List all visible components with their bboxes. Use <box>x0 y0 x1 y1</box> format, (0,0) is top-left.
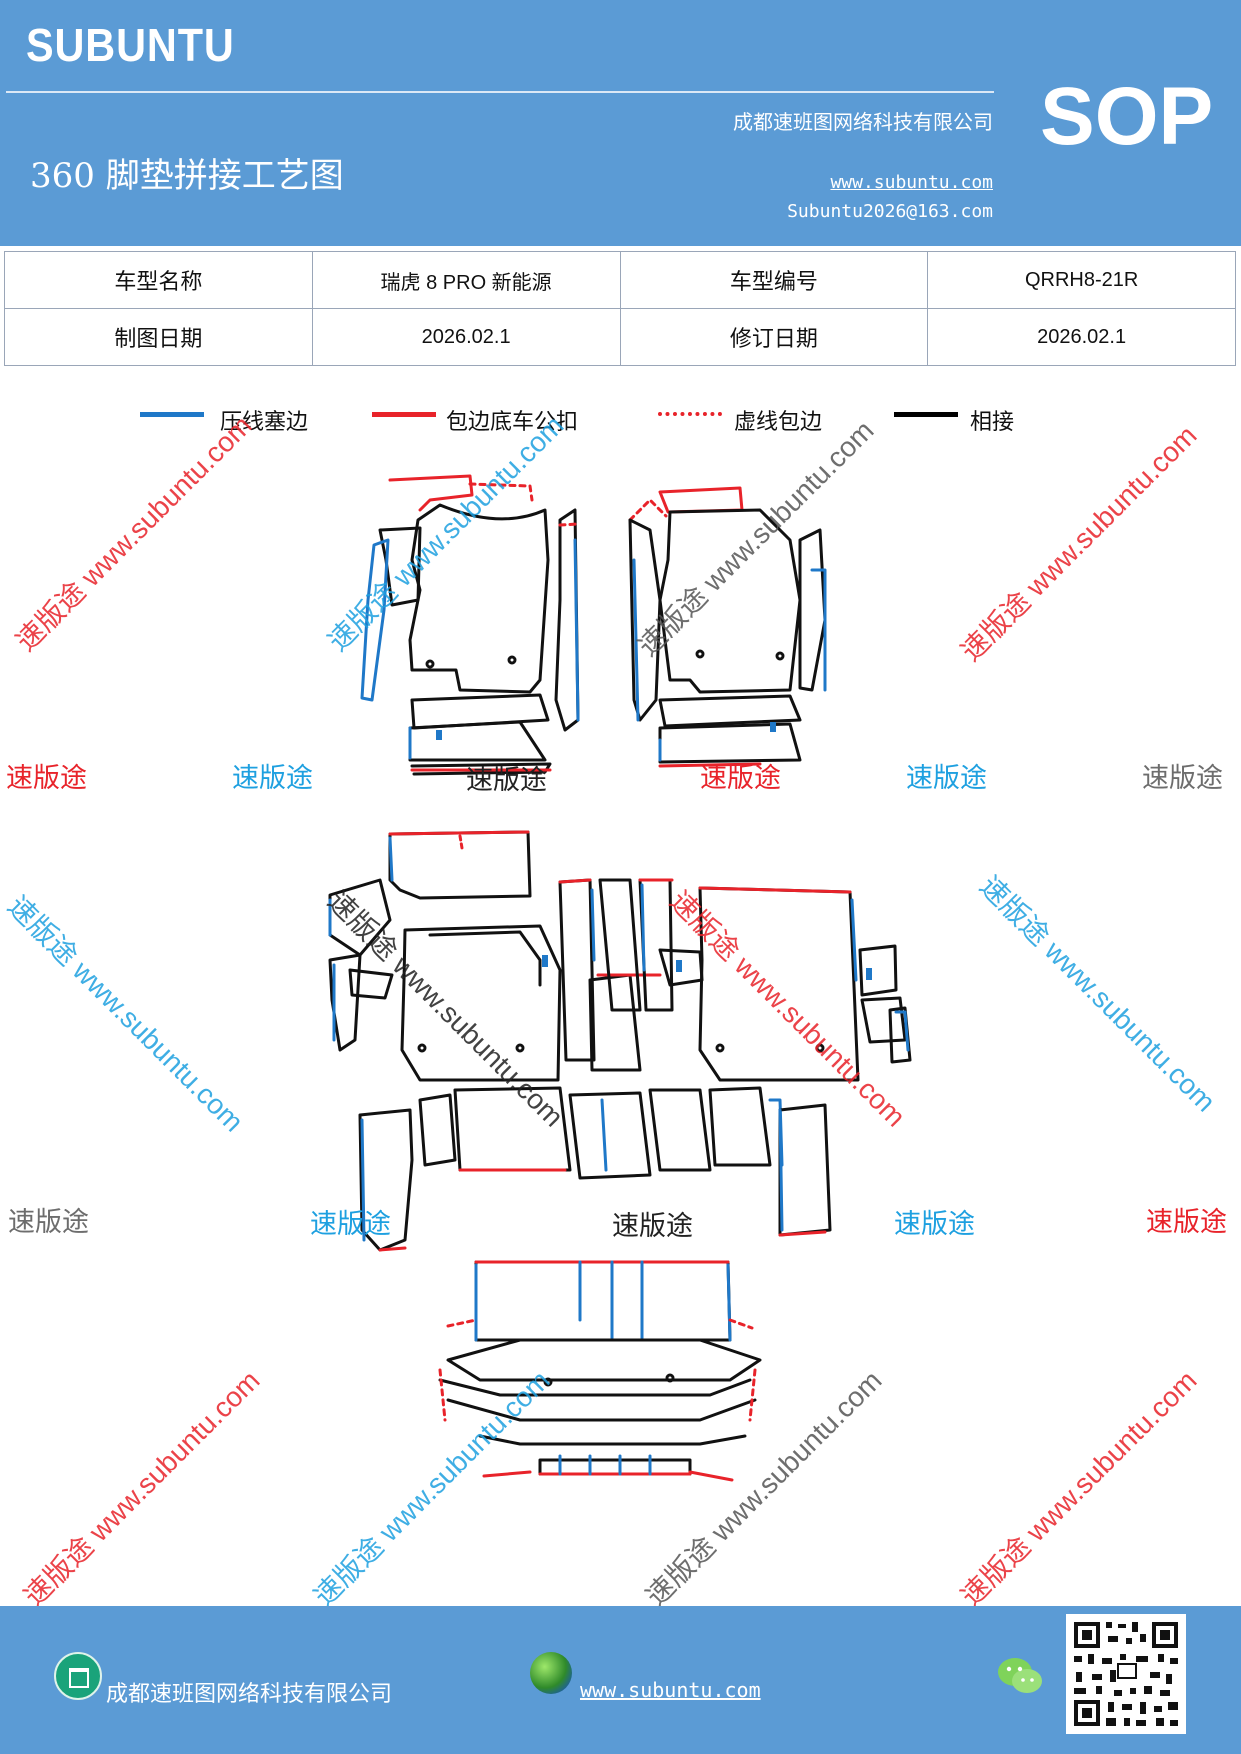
watermark-label: 速版途 <box>6 763 87 794</box>
model-code-value: QRRH8-21R <box>927 251 1236 309</box>
header-divider <box>6 91 994 93</box>
legend-swatch <box>140 412 204 417</box>
globe-icon <box>530 1652 572 1694</box>
legend-swatch <box>658 412 722 416</box>
legend-swatch <box>894 412 958 417</box>
legend-label: 压线塞边 <box>220 410 309 435</box>
table-row: 制图日期 2026.02.1 修订日期 2026.02.1 <box>4 308 1236 366</box>
draw-date-label: 制图日期 <box>4 308 313 366</box>
watermark-label: 速版途 <box>906 763 987 794</box>
legend-label: 包边底车公扣 <box>446 410 579 435</box>
model-name-value: 瑞虎 8 PRO 新能源 <box>311 251 621 309</box>
rear-trunk-mat <box>438 1260 762 1482</box>
watermark-label: 速版途 <box>466 765 547 796</box>
watermark-label: 速版途 <box>894 1209 975 1240</box>
legend-label: 相接 <box>970 410 1015 435</box>
legend-swatch <box>372 412 436 417</box>
watermark-label: 速版途 <box>700 763 781 794</box>
model-name-label: 车型名称 <box>4 251 313 309</box>
front-left-mat <box>360 474 580 776</box>
wechat-icon <box>998 1658 1042 1693</box>
watermark-label: 速版途 <box>310 1209 391 1240</box>
middle-row-mats <box>328 830 912 1082</box>
watermark-label: 速版途 <box>8 1207 89 1238</box>
watermark-label: 速版途 <box>1146 1207 1227 1238</box>
revise-date-value: 2026.02.1 <box>927 308 1236 366</box>
page-title: 360 脚垫拼接工艺图 <box>30 156 344 196</box>
brand-logo: SUBUNTU <box>26 19 235 71</box>
qr-code <box>1066 1614 1186 1734</box>
table-row: 车型名称 瑞虎 8 PRO 新能源 车型编号 QRRH8-21R <box>4 251 1236 309</box>
watermark-label: 速版途 <box>612 1211 693 1242</box>
watermark-label: 速版途 <box>232 763 313 794</box>
draw-date-value: 2026.02.1 <box>311 308 621 366</box>
model-info-table: 车型名称 瑞虎 8 PRO 新能源 车型编号 QRRH8-21R 制图日期 20… <box>4 251 1236 366</box>
revise-date-label: 修订日期 <box>619 308 929 366</box>
home-icon <box>54 1652 102 1700</box>
header-company: 成都速班图网络科技有限公司 <box>733 110 993 134</box>
footer-company: 成都速班图网络科技有限公司 <box>106 1682 393 1707</box>
footer-banner: 成都速班图网络科技有限公司 www.subuntu.com <box>0 1606 1241 1754</box>
legend-label: 虚线包边 <box>734 410 823 435</box>
header-banner: SUBUNTU 成都速班图网络科技有限公司 360 脚垫拼接工艺图 www.su… <box>0 0 1241 246</box>
header-website-link[interactable]: www.subuntu.com <box>830 172 993 193</box>
middle-lower-strips <box>358 1086 832 1252</box>
footer-website-link[interactable]: www.subuntu.com <box>580 1678 761 1702</box>
watermark-label: 速版途 <box>1142 763 1223 794</box>
header-email: Subuntu2026@163.com <box>787 201 993 222</box>
sop-badge: SOP <box>1040 71 1214 162</box>
model-code-label: 车型编号 <box>619 251 929 309</box>
front-right-mat <box>628 486 827 768</box>
floor-mat-diagram <box>328 474 912 1482</box>
